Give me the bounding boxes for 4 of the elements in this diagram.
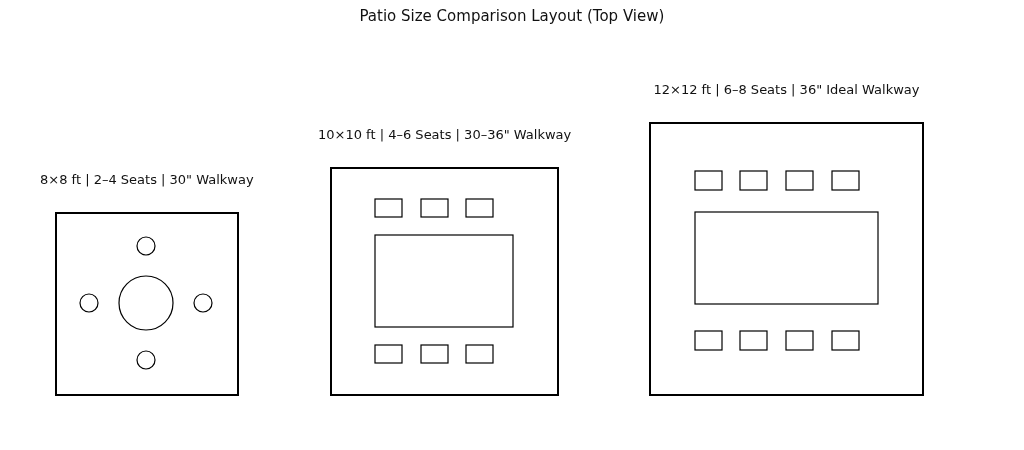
patio-heading: 8×8 ft | 2–4 Seats | 30" Walkway <box>40 172 254 187</box>
patio-heading: 12×12 ft | 6–8 Seats | 36" Ideal Walkway <box>653 82 920 97</box>
patio-heading: 10×10 ft | 4–6 Seats | 30–36" Walkway <box>318 127 572 142</box>
diagram-title: Patio Size Comparison Layout (Top View) <box>359 7 665 25</box>
